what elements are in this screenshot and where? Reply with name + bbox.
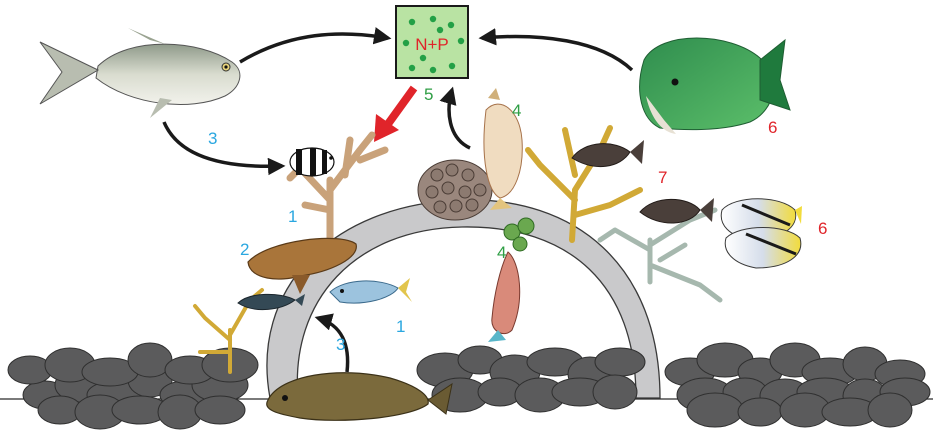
arrow-jack-to-nutrients (240, 34, 388, 62)
dark-damselfish-icon-2 (640, 198, 714, 223)
rock (593, 375, 637, 409)
striped-damselfish-icon (290, 148, 334, 176)
arrow-bumphead-to-nutrients (482, 37, 632, 70)
rock (738, 398, 782, 426)
nutrient-label: N+P (415, 35, 449, 54)
rock (195, 396, 245, 424)
arrow-jack-to-coral (164, 122, 282, 166)
red-arrow-nutrients-to-coral (374, 88, 414, 142)
label-jack-3: 3 (208, 129, 217, 148)
butterflyfish-icon-2 (725, 228, 801, 269)
label-coral-1: 1 (288, 207, 297, 226)
rubble-rocks (8, 343, 930, 429)
label-sweeper-1: 1 (396, 317, 405, 336)
rock (687, 393, 743, 427)
label-damsel-7: 7 (658, 168, 667, 187)
label-wrasse-4: 4 (512, 101, 521, 120)
rock (868, 393, 912, 427)
label-bumphead-6: 6 (768, 118, 777, 137)
trevally-fish-icon (40, 28, 240, 118)
parrotfish-icon (488, 252, 520, 342)
rock (8, 356, 52, 384)
label-table-2: 2 (240, 240, 249, 259)
nutrient-box-icon: N+P (396, 6, 468, 78)
label-parrot-4: 4 (497, 243, 506, 262)
fusilier-fish-icon (330, 278, 412, 303)
label-butterfly-6: 6 (818, 219, 827, 238)
massive-coral-icon (418, 160, 492, 220)
label-grouper-3: 3 (336, 335, 345, 354)
label-nutrient-5: 5 (424, 85, 433, 104)
rock (595, 348, 645, 376)
dark-damselfish-icon (572, 140, 644, 167)
arrow-wrasse-to-nutrients (449, 90, 470, 148)
